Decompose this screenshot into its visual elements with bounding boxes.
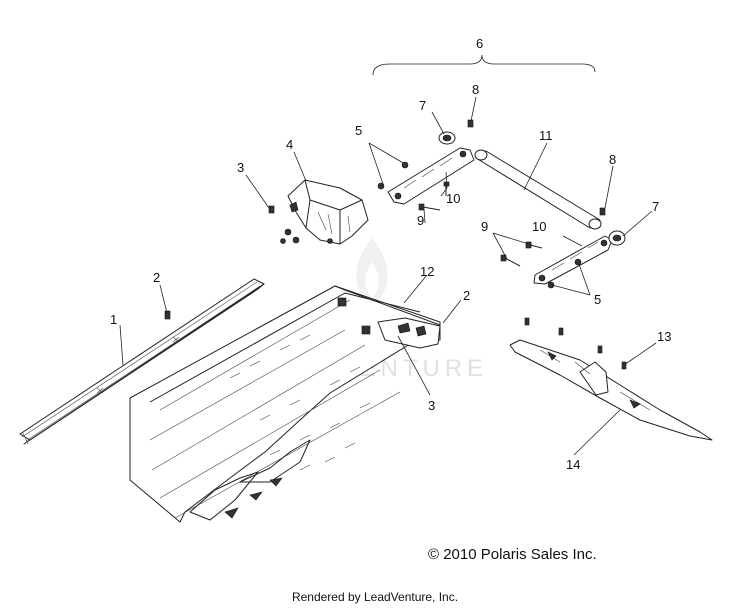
- callout-8-lower: 8: [609, 152, 616, 167]
- part-14-snowflap: [509, 339, 713, 441]
- callout-4: 4: [286, 137, 293, 152]
- part-1-rail: [19, 278, 265, 445]
- part-5-nuts-upper: [377, 161, 409, 190]
- callout-2-left: 2: [153, 270, 160, 285]
- part-9-bolts-lower: [500, 241, 543, 267]
- callout-7-upper: 7: [419, 98, 426, 113]
- callout-14: 14: [566, 457, 580, 472]
- watermark-logo: [356, 238, 388, 305]
- callout-3-bottom: 3: [428, 398, 435, 413]
- callout-3-top: 3: [237, 160, 244, 175]
- part-5-nuts-lower: [547, 258, 582, 289]
- callout-12: 12: [420, 264, 434, 279]
- part-8-bolt-lower: [599, 207, 606, 216]
- part-13-screws: [524, 317, 627, 370]
- copyright-notice: © 2010 Polaris Sales Inc.: [428, 546, 597, 563]
- callout-6: 6: [476, 36, 483, 51]
- part-2-screw-left: [164, 310, 171, 320]
- part-12-tunnel: [129, 285, 441, 523]
- part-4-snowflap-bracket: [280, 179, 369, 245]
- callout-2-right: 2: [463, 288, 470, 303]
- callout-7-lower: 7: [652, 199, 659, 214]
- callout-11: 11: [539, 128, 553, 143]
- leader-lines: [119, 96, 657, 456]
- callout-5-upper: 5: [355, 123, 362, 138]
- part-7-bushing-lower: [608, 230, 626, 246]
- assembly-bracket: [372, 54, 596, 76]
- part-10-arm-lower: [533, 235, 613, 285]
- rendered-by-footer: Rendered by LeadVenture, Inc.: [291, 590, 459, 604]
- callout-8-upper: 8: [472, 82, 479, 97]
- callout-9-lower: 9: [481, 219, 488, 234]
- callout-10-upper: 10: [446, 191, 460, 206]
- part-11-shaft: [474, 149, 602, 230]
- callout-1: 1: [110, 312, 117, 327]
- callout-5-lower: 5: [594, 292, 601, 307]
- callout-13: 13: [657, 329, 671, 344]
- part-8-bolt-upper: [467, 119, 474, 128]
- callout-10-lower: 10: [532, 219, 546, 234]
- part-7-bushing-upper: [438, 131, 456, 145]
- callout-9-upper: 9: [417, 213, 424, 228]
- part-3-screw-top: [268, 205, 275, 214]
- part-10-arm-upper: [387, 147, 475, 205]
